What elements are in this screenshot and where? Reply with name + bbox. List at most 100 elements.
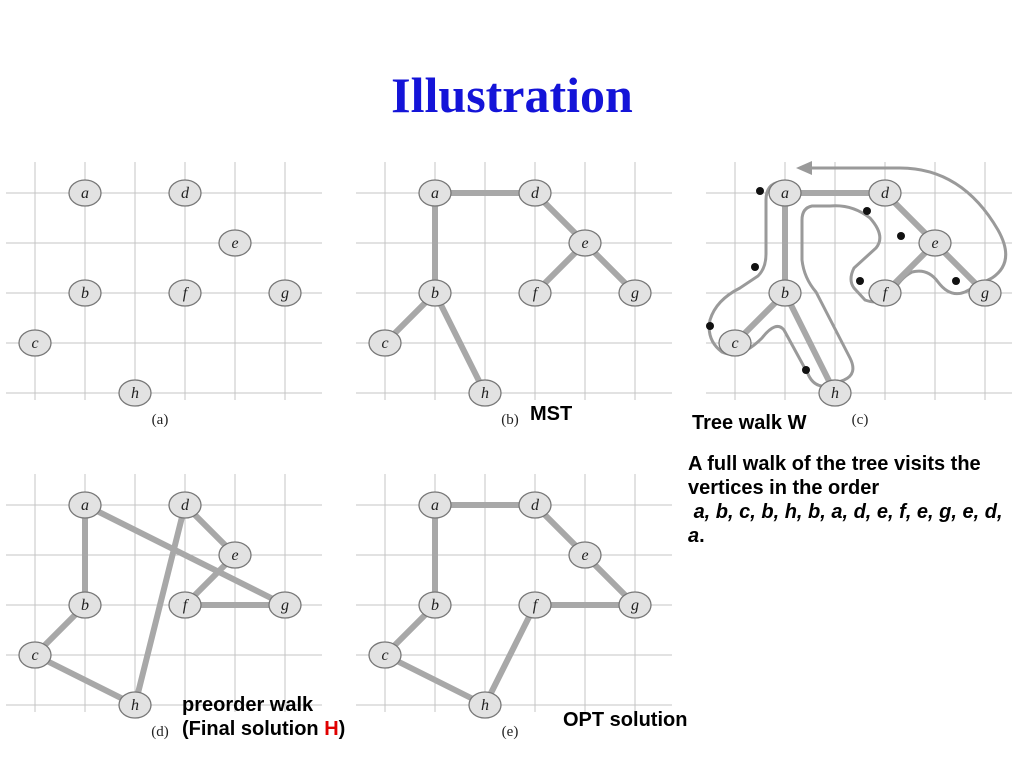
vertex-node <box>918 229 952 257</box>
vertex-b: b <box>68 279 102 307</box>
vertex-b: b <box>418 591 452 619</box>
vertex-g: g <box>618 279 652 307</box>
caption-preorder-line1: preorder walk <box>182 694 314 716</box>
walk-curve <box>707 166 1008 388</box>
vertex-label: a <box>431 185 439 202</box>
vertex-g: g <box>268 591 302 619</box>
vertex-node <box>618 591 652 619</box>
caption-mst: MST <box>530 403 573 425</box>
vertex-label: f <box>533 285 540 302</box>
vertex-node <box>868 179 902 207</box>
walk-dot <box>856 277 864 285</box>
vertex-node <box>68 591 102 619</box>
vertex-f: f <box>168 591 202 619</box>
vertex-label: h <box>481 385 489 402</box>
vertex-label: g <box>281 597 289 614</box>
vertex-node <box>968 279 1002 307</box>
vertex-label: d <box>181 185 190 202</box>
vertex-label: b <box>781 285 789 302</box>
vertex-label: d <box>881 185 890 202</box>
vertex-d: d <box>518 491 552 519</box>
vertex-g: g <box>618 591 652 619</box>
vertex-node <box>168 179 202 207</box>
vertex-node <box>18 329 52 357</box>
vertex-node <box>868 279 902 307</box>
vertex-node <box>68 491 102 519</box>
vertex-label: c <box>731 335 738 352</box>
vertex-c: c <box>718 329 752 357</box>
vertex-node <box>168 279 202 307</box>
vertex-node <box>768 279 802 307</box>
caption-preorder-close: ) <box>338 718 346 740</box>
vertex-a: a <box>418 491 452 519</box>
vertex-label: e <box>581 235 588 252</box>
vertex-node <box>518 179 552 207</box>
vertex-node <box>68 279 102 307</box>
vertex-node <box>718 329 752 357</box>
vertex-label: f <box>533 597 540 614</box>
vertex-h: h <box>468 379 502 407</box>
vertex-c: c <box>368 641 402 669</box>
vertex-label: g <box>281 285 289 302</box>
vertex-label: a <box>431 497 439 514</box>
walk-dot <box>863 207 871 215</box>
vertex-label: f <box>183 597 190 614</box>
vertex-a: a <box>68 179 102 207</box>
edge-h-d <box>132 502 188 708</box>
caption-preorder: preorder walk (Final solution H) <box>182 693 345 741</box>
walk-explanation-text: A full walk of the tree visits the verti… <box>688 453 981 499</box>
vertex-f: f <box>518 591 552 619</box>
edge-g-a <box>82 502 288 608</box>
vertex-a: a <box>418 179 452 207</box>
vertex-label: a <box>81 497 89 514</box>
vertex-node <box>68 179 102 207</box>
vertex-f: f <box>518 279 552 307</box>
vertex-d: d <box>868 179 902 207</box>
walk-dot <box>756 187 764 195</box>
vertex-node <box>368 641 402 669</box>
panel-label: (b) <box>501 412 519 428</box>
panel-label: (c) <box>852 412 869 428</box>
walk-dot <box>952 277 960 285</box>
vertex-node <box>818 379 852 407</box>
vertex-label: b <box>431 597 439 614</box>
walk-arrowhead <box>796 161 812 175</box>
edge-b-h <box>432 290 488 396</box>
vertex-node <box>468 379 502 407</box>
vertex-node <box>568 541 602 569</box>
vertex-node <box>118 379 152 407</box>
vertex-label: h <box>131 697 139 714</box>
vertex-e: e <box>568 229 602 257</box>
vertex-node <box>518 491 552 519</box>
vertex-label: g <box>631 285 639 302</box>
vertex-node <box>418 591 452 619</box>
vertex-a: a <box>768 179 802 207</box>
walk-sequence-end: . <box>699 525 705 547</box>
vertex-a: a <box>68 491 102 519</box>
vertex-c: c <box>18 641 52 669</box>
vertex-label: d <box>531 497 540 514</box>
caption-preorder-line2: (Final solution <box>182 718 325 740</box>
vertex-label: e <box>231 235 238 252</box>
vertex-node <box>168 491 202 519</box>
vertex-c: c <box>368 329 402 357</box>
vertex-node <box>418 491 452 519</box>
walk-dot <box>897 232 905 240</box>
vertex-b: b <box>768 279 802 307</box>
vertex-node <box>368 329 402 357</box>
vertex-label: f <box>883 285 890 302</box>
vertex-node <box>468 691 502 719</box>
vertex-label: e <box>931 235 938 252</box>
edge-h-c <box>382 652 488 708</box>
vertex-e: e <box>568 541 602 569</box>
edge-c-h <box>32 652 138 708</box>
vertex-label: c <box>381 335 388 352</box>
vertex-b: b <box>68 591 102 619</box>
walk-dot <box>802 366 810 374</box>
caption-tree-walk: Tree walk W <box>692 412 807 434</box>
vertex-label: g <box>631 597 639 614</box>
